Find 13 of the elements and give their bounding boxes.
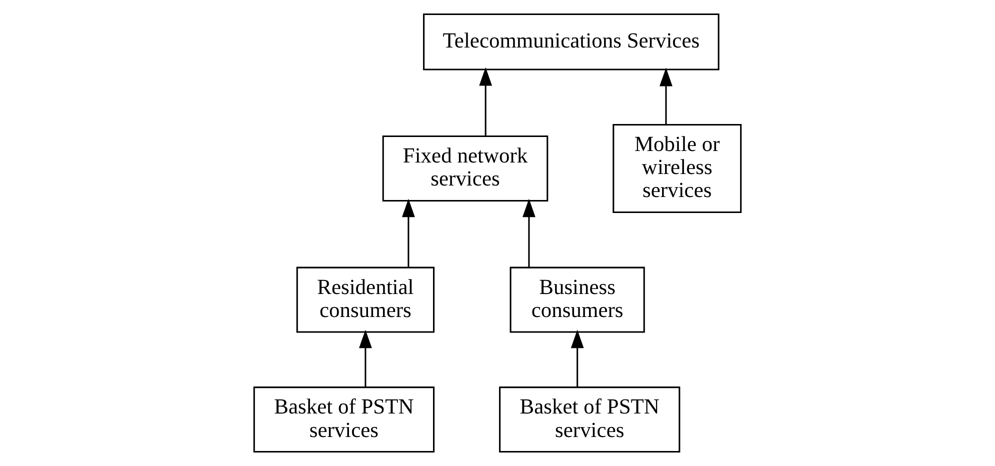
arrow bbox=[479, 67, 492, 136]
node-box: Residential consumers bbox=[296, 266, 435, 333]
node-box: Business consumers bbox=[510, 266, 645, 333]
node-box: Fixed network services bbox=[382, 136, 548, 202]
node-box: Basket of PSTN services bbox=[499, 386, 680, 453]
node-box: Telecommunications Services bbox=[423, 13, 720, 70]
arrow bbox=[570, 330, 584, 387]
arrow bbox=[402, 198, 415, 268]
arrow bbox=[359, 330, 372, 387]
arrow bbox=[522, 198, 536, 268]
node-box: Mobile or wireless services bbox=[612, 124, 742, 214]
arrow bbox=[660, 68, 672, 124]
node-box: Basket of PSTN services bbox=[253, 386, 435, 453]
